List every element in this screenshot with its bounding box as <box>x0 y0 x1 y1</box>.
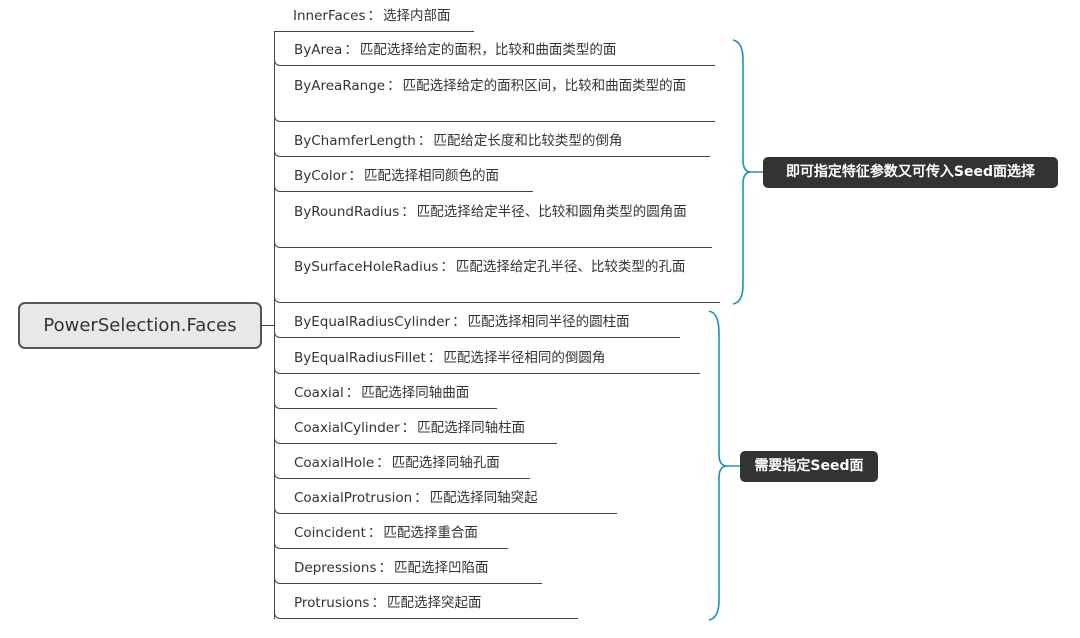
group-brace-2 <box>708 310 728 621</box>
topic-description: 匹配选择给定孔半径、比较类型的孔面 <box>455 259 686 275</box>
topic-name: ByChamferLength <box>294 133 416 149</box>
group-label-feature-or-seed[interactable]: 即可指定特征参数又可传入Seed面选择 <box>763 157 1058 188</box>
topic-description: 匹配选择给定的面积，比较和曲面类型的面 <box>359 42 617 58</box>
topic-bysurfaceholeradius[interactable]: BySurfaceHoleRadius：匹配选择给定孔半径、比较类型的孔面 <box>274 256 720 303</box>
topic-separator: ： <box>376 455 390 471</box>
topic-separator: ： <box>414 490 428 506</box>
topic-separator: ： <box>401 204 415 220</box>
topic-name: Depressions <box>294 560 377 576</box>
topic-separator: ： <box>345 385 360 401</box>
topic-separator: ： <box>427 350 442 366</box>
topic-description: 匹配选择相同半径的圆柱面 <box>467 314 630 330</box>
topic-description: 匹配给定长度和比较类型的倒角 <box>433 133 623 149</box>
topic-depressions[interactable]: Depressions：匹配选择凹陷面 <box>274 556 542 584</box>
topic-separator: ： <box>401 420 416 436</box>
topic-name: ByEqualRadiusFillet <box>294 350 426 366</box>
topic-name: ByEqualRadiusCylinder <box>294 314 451 330</box>
topic-byroundradius[interactable]: ByRoundRadius：匹配选择给定半径、比较和圆角类型的圆角面 <box>274 200 712 248</box>
topic-name: Protrusions <box>294 595 370 611</box>
topic-description: 匹配选择给定的面积区间，比较和曲面类型的面 <box>402 78 687 94</box>
topic-byequalradiusfillet[interactable]: ByEqualRadiusFillet：匹配选择半径相同的倒圆角 <box>274 346 700 374</box>
topic-bycolor[interactable]: ByColor：匹配选择相同颜色的面 <box>274 164 533 192</box>
topic-separator: ： <box>367 525 382 541</box>
topic-separator: ： <box>378 560 393 576</box>
topic-name: CoaxialHole <box>294 455 375 471</box>
topic-protrusions[interactable]: Protrusions：匹配选择突起面 <box>274 592 578 619</box>
topic-separator: ： <box>452 314 466 330</box>
topic-coaxialprotrusion[interactable]: CoaxialProtrusion：匹配选择同轴突起 <box>274 486 617 514</box>
topic-name: ByColor <box>294 168 347 184</box>
topic-name: CoaxialProtrusion <box>294 490 413 506</box>
topic-name: ByRoundRadius <box>294 204 400 220</box>
topic-description: 匹配选择突起面 <box>386 595 482 611</box>
topic-bychamferlength[interactable]: ByChamferLength：匹配给定长度和比较类型的倒角 <box>274 130 710 157</box>
topic-coaxial[interactable]: Coaxial：匹配选择同轴曲面 <box>274 382 497 409</box>
group-label-seed-required[interactable]: 需要指定Seed面 <box>740 451 878 482</box>
topic-byarea[interactable]: ByArea：匹配选择给定的面积，比较和曲面类型的面 <box>274 40 715 66</box>
topic-separator: ： <box>417 133 432 149</box>
topic-coincident[interactable]: Coincident：匹配选择重合面 <box>274 522 508 549</box>
topic-separator: ： <box>387 78 401 94</box>
topic-description: 匹配选择给定半径、比较和圆角类型的圆角面 <box>416 204 687 220</box>
topic-name: BySurfaceHoleRadius <box>294 259 439 275</box>
topic-innerfaces[interactable]: InnerFaces：选择内部面 <box>274 6 474 32</box>
topic-description: 匹配选择同轴突起 <box>429 490 538 506</box>
topic-description: 匹配选择同轴孔面 <box>391 455 500 471</box>
topic-byarearange[interactable]: ByAreaRange：匹配选择给定的面积区间，比较和曲面类型的面 <box>274 74 715 122</box>
root-node[interactable]: PowerSelection.Faces <box>18 302 262 349</box>
topic-separator: ： <box>348 168 363 184</box>
topic-description: 匹配选择重合面 <box>383 525 478 541</box>
topic-coaxialhole[interactable]: CoaxialHole：匹配选择同轴孔面 <box>274 452 530 479</box>
topic-separator: ： <box>344 42 358 58</box>
topic-name: ByArea <box>294 42 343 58</box>
topic-description: 选择内部面 <box>383 8 451 24</box>
topic-description: 匹配选择半径相同的倒圆角 <box>443 350 606 366</box>
topic-separator: ： <box>367 8 382 24</box>
topic-name: Coaxial <box>294 385 344 401</box>
topic-description: 匹配选择相同颜色的面 <box>364 168 499 184</box>
group-brace-1 <box>732 39 752 305</box>
topic-description: 匹配选择凹陷面 <box>394 560 489 576</box>
topic-description: 匹配选择同轴曲面 <box>361 385 470 401</box>
topic-separator: ： <box>440 259 454 275</box>
topic-byequalradiuscylinder[interactable]: ByEqualRadiusCylinder：匹配选择相同半径的圆柱面 <box>274 312 680 338</box>
root-connector <box>262 325 274 326</box>
topic-name: ByAreaRange <box>294 78 386 94</box>
topic-name: Coincident <box>294 525 366 541</box>
topic-separator: ： <box>371 595 385 611</box>
topic-name: InnerFaces <box>293 8 366 24</box>
topic-description: 匹配选择同轴柱面 <box>417 420 526 436</box>
topic-name: CoaxialCylinder <box>294 420 400 436</box>
topic-coaxialcylinder[interactable]: CoaxialCylinder：匹配选择同轴柱面 <box>274 416 557 444</box>
